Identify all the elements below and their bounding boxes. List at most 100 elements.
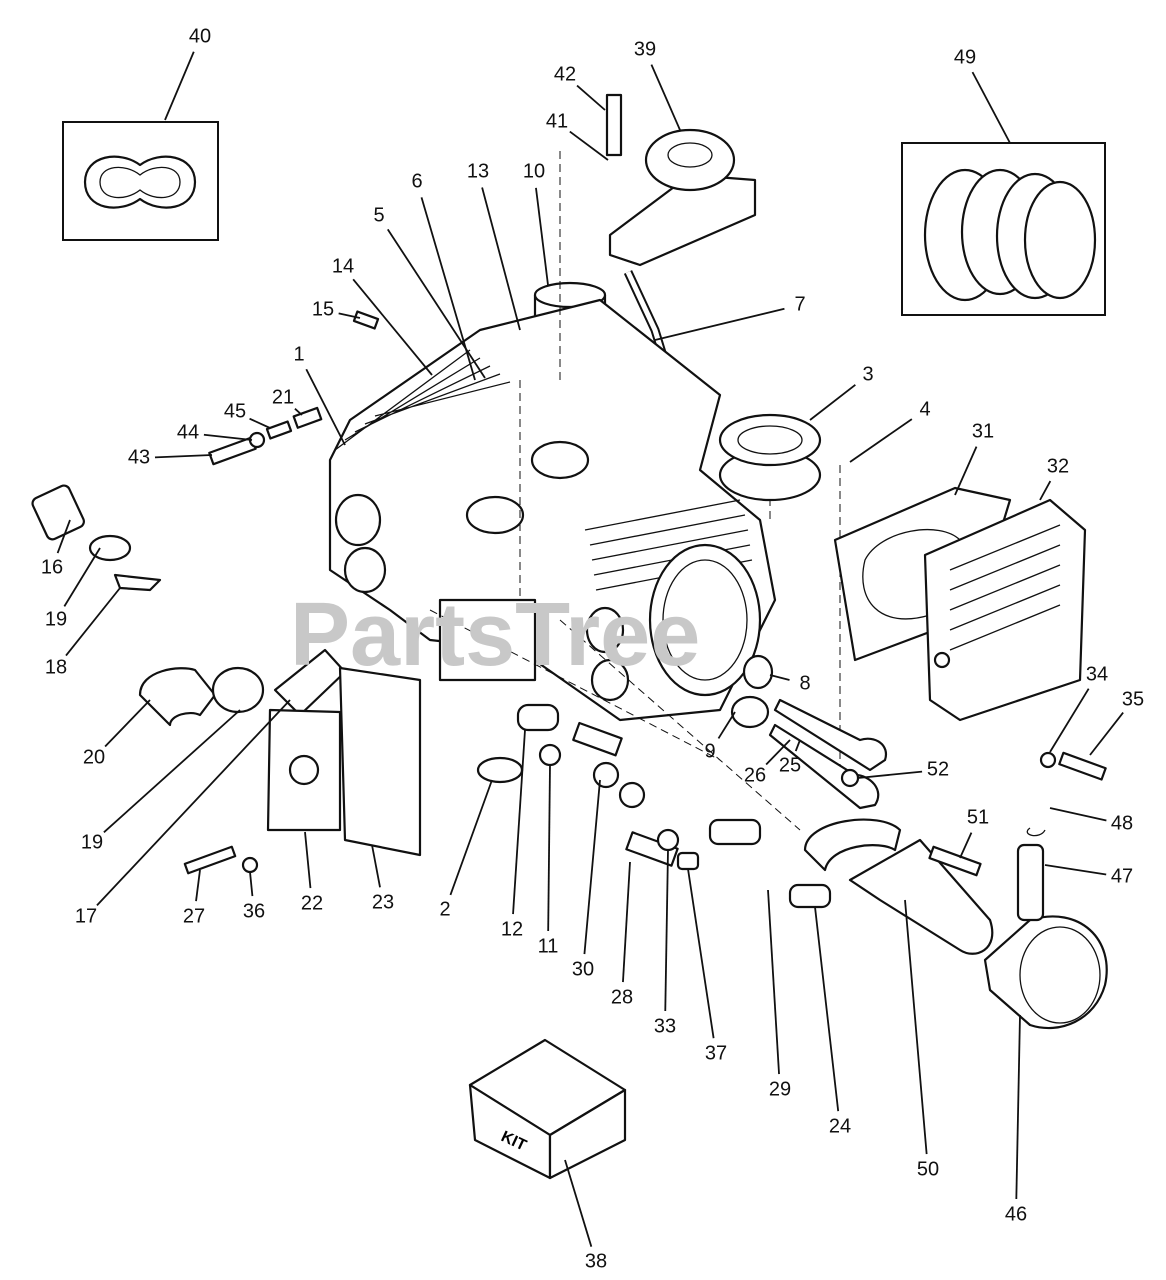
clamp-19 [88, 534, 132, 562]
callout-12: 12 [501, 918, 523, 940]
callout-29: 29 [769, 1078, 791, 1100]
connecting-rod-50 [803, 818, 994, 955]
leader-line-14 [352, 278, 433, 376]
callout-45: 45 [224, 400, 246, 422]
callout-26: 26 [744, 764, 766, 786]
bolt-43 [208, 436, 257, 466]
leader-line-7 [654, 307, 785, 341]
pin-21 [292, 406, 323, 429]
callout-21: 21 [272, 386, 294, 408]
leader-line-23 [371, 844, 381, 888]
wrist-pin-47 [1016, 843, 1045, 922]
leader-line-15 [338, 312, 361, 319]
callout-42: 42 [554, 63, 576, 85]
bolt-27 [183, 845, 237, 875]
leader-line-11 [547, 764, 551, 932]
bearing-3 [718, 413, 822, 502]
leader-line-22 [304, 831, 312, 889]
leader-line-3 [809, 384, 856, 421]
construction-lines [429, 150, 841, 831]
callout-22: 22 [301, 892, 323, 914]
gasket-kit-box-38: KIT [468, 1038, 627, 1180]
callout-36: 36 [243, 900, 265, 922]
leader-line-26 [765, 739, 791, 766]
leader-line-40 [164, 51, 195, 121]
callout-46: 46 [1005, 1203, 1027, 1225]
leader-line-47 [1044, 864, 1107, 876]
leader-line-43 [154, 454, 213, 459]
callout-38: 38 [585, 1250, 607, 1272]
callout-13: 13 [467, 160, 489, 182]
callout-43: 43 [128, 446, 150, 468]
keeper-37 [676, 851, 700, 871]
leader-line-16 [56, 519, 71, 554]
leader-line-52 [857, 770, 923, 779]
leader-line-32 [1039, 480, 1052, 501]
callout-9: 9 [704, 740, 715, 762]
callout-4: 4 [919, 398, 930, 420]
cylinder-head-32 [923, 498, 1087, 722]
spring-30 [572, 721, 623, 757]
leader-line-27 [195, 869, 201, 902]
callout-6: 6 [411, 170, 422, 192]
retainer-33 [656, 828, 680, 852]
callout-44: 44 [177, 421, 199, 443]
leader-line-4 [849, 418, 913, 463]
leader-line-38 [564, 1159, 593, 1247]
inset-box-gasket-40 [62, 121, 219, 241]
leader-line-10 [535, 187, 549, 286]
callout-5: 5 [373, 204, 384, 226]
callout-30: 30 [572, 958, 594, 980]
washer-34 [1039, 751, 1057, 769]
leader-line-49 [971, 71, 1011, 144]
callout-33: 33 [654, 1015, 676, 1037]
callout-50: 50 [917, 1158, 939, 1180]
washer-44 [248, 431, 266, 449]
leader-line-44 [203, 433, 253, 441]
leader-line-30 [583, 779, 601, 955]
oil-pump-gear-39 [605, 93, 757, 267]
retainer [592, 761, 620, 789]
leader-line-17 [96, 699, 291, 906]
gasket-23 [338, 666, 422, 857]
leader-line-25 [794, 739, 801, 752]
leader-line-39 [650, 64, 681, 131]
callout-3: 3 [862, 363, 873, 385]
clip-48 [1026, 827, 1046, 837]
inset-box-piston-rings-49 [901, 142, 1106, 316]
leader-line-20 [104, 699, 151, 748]
callout-35: 35 [1122, 688, 1144, 710]
leader-line-37 [687, 868, 715, 1039]
piston-46 [983, 915, 1108, 1030]
callout-8: 8 [799, 672, 810, 694]
leader-line-18 [65, 587, 121, 657]
spring-28 [625, 831, 679, 867]
callout-27: 27 [183, 905, 205, 927]
callout-25: 25 [779, 754, 801, 776]
leader-line-36 [249, 871, 254, 897]
leader-line-9 [717, 711, 736, 739]
leader-line-48 [1049, 807, 1107, 822]
valve-26 [773, 698, 888, 772]
seal-8 [742, 654, 774, 690]
leader-line-1 [305, 368, 346, 446]
leader-line-8 [769, 674, 790, 681]
callout-41: 41 [546, 110, 568, 132]
leader-lines [56, 51, 1124, 1247]
spring-45 [265, 420, 293, 440]
leader-line-46 [1015, 1014, 1021, 1200]
washer-36 [241, 856, 259, 874]
callout-11: 11 [538, 935, 559, 957]
plug-2 [476, 756, 524, 784]
leader-line-12 [512, 729, 526, 915]
breather-16 [31, 484, 85, 541]
leader-line-31 [954, 446, 978, 496]
crankcase-1 [328, 298, 777, 722]
tappet-24 [788, 883, 832, 909]
seat-11 [538, 743, 562, 767]
dowel-15 [352, 310, 380, 330]
leader-line-41 [569, 130, 609, 161]
leader-line-45 [249, 417, 271, 429]
